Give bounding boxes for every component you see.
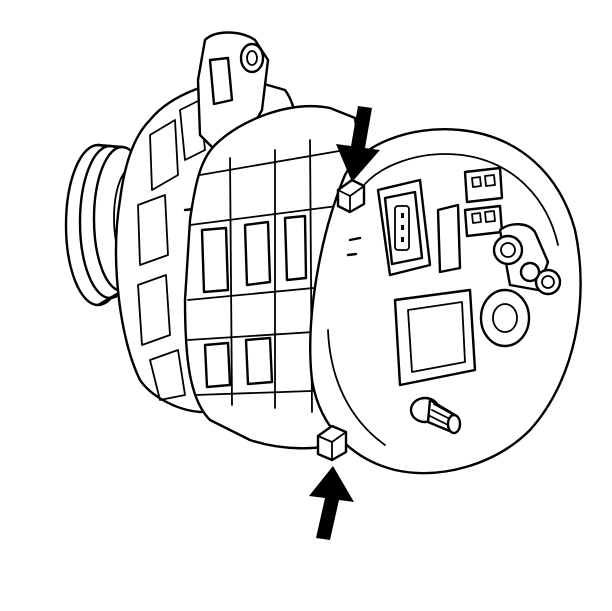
lower-through-bolt <box>316 424 348 462</box>
downward-arrow <box>336 106 380 182</box>
rear-cover-details <box>346 166 562 387</box>
upward-arrow <box>309 466 354 540</box>
output-terminal-stud <box>409 396 462 435</box>
upper-through-bolt <box>336 178 366 214</box>
